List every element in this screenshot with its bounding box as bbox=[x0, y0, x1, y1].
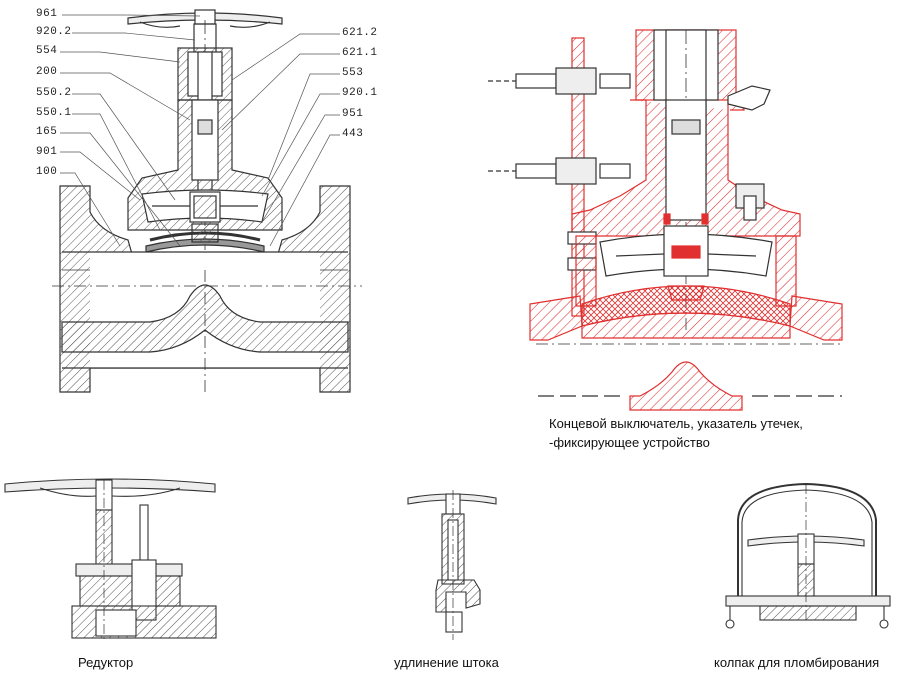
part-label-443: 443 bbox=[342, 128, 364, 140]
reducer-caption: Редуктор bbox=[78, 655, 134, 670]
detail-caption-line2: -фиксирующее устройство bbox=[549, 435, 710, 450]
part-label-920-2: 920.2 bbox=[36, 26, 72, 38]
part-label-920-1: 920.1 bbox=[342, 87, 378, 99]
part-label-951: 951 bbox=[342, 108, 364, 120]
right-leader-lines bbox=[221, 33, 340, 247]
part-label-901: 901 bbox=[36, 146, 58, 158]
limit-switch-upper bbox=[488, 67, 631, 95]
part-label-550-1: 550.1 bbox=[36, 107, 72, 119]
part-label-961: 961 bbox=[36, 8, 58, 20]
seal-cap-caption: колпак для пломбирования bbox=[714, 655, 880, 670]
part-label-621-2: 621.2 bbox=[342, 27, 378, 39]
part-label-200: 200 bbox=[36, 66, 58, 78]
part-label-554: 554 bbox=[36, 45, 58, 57]
detail-caption: Концевой выключатель, указатель утечек, … bbox=[549, 414, 803, 452]
part-label-621-1: 621.1 bbox=[342, 47, 378, 59]
detail-section bbox=[488, 29, 843, 411]
part-label-165: 165 bbox=[36, 126, 58, 138]
detail-caption-line1: Концевой выключатель, указатель утечек, bbox=[549, 416, 803, 431]
part-label-553: 553 bbox=[342, 67, 364, 79]
reducer-drawing bbox=[4, 478, 217, 640]
seal-cap-drawing bbox=[725, 482, 891, 629]
main-valve-section bbox=[52, 9, 362, 393]
stem-extension-drawing bbox=[407, 490, 497, 640]
part-label-550-2: 550.2 bbox=[36, 87, 72, 99]
part-label-100: 100 bbox=[36, 166, 58, 178]
stem-extension-caption: удлинение штока bbox=[394, 655, 499, 670]
limit-switch-lower bbox=[488, 157, 631, 185]
left-leader-lines bbox=[60, 14, 201, 247]
